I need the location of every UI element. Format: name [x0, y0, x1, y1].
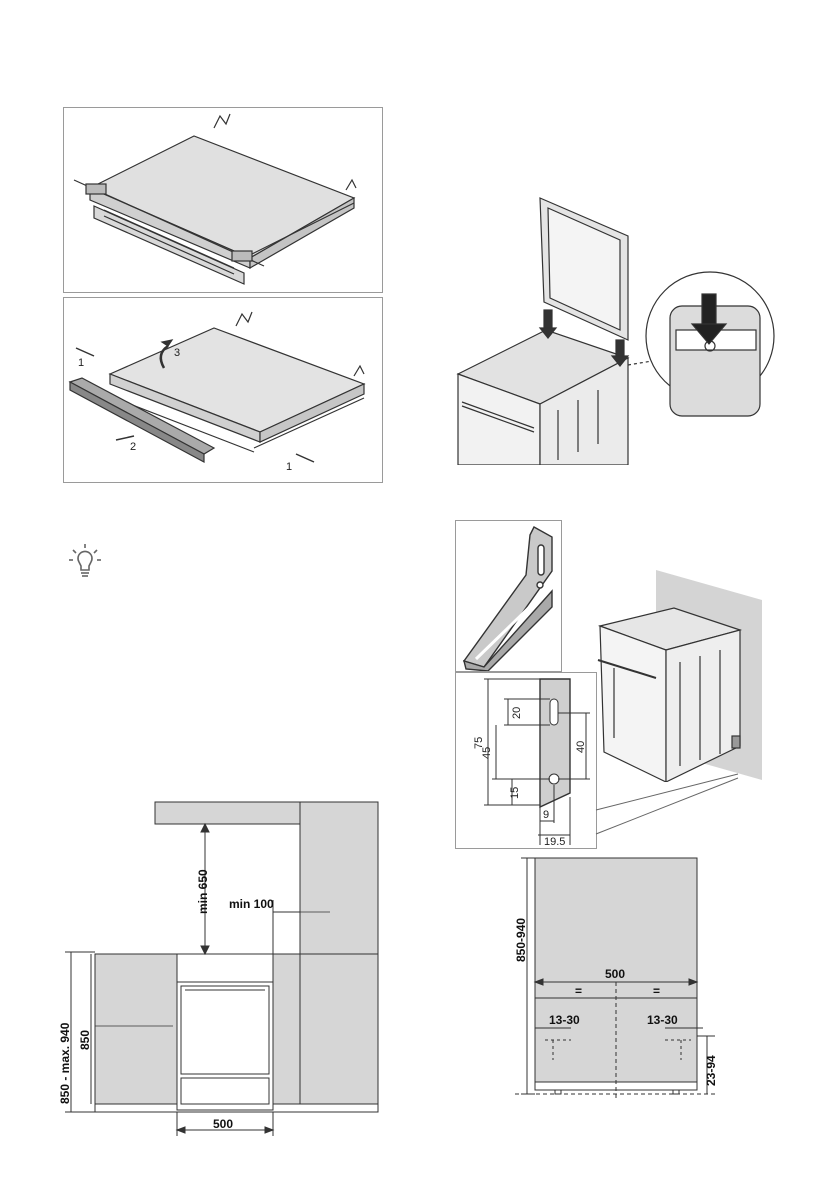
dimension-label: 15: [509, 787, 521, 799]
equal-right-label: =: [653, 984, 660, 998]
dimension-label: 40: [575, 741, 587, 753]
lightbulb-icon: [68, 542, 102, 580]
dimension-label: 45: [481, 747, 493, 759]
figure-panel-bracket-dimensions: 20 75 45 40 15 9 19.5: [455, 672, 597, 849]
step-label: 1: [286, 461, 292, 473]
figure-lid-hinge: [448, 190, 778, 465]
leader-lines: [590, 770, 740, 840]
anti-tip-bracket-illustration: [462, 526, 553, 671]
foot-range-label: 23-94: [704, 1055, 718, 1086]
offset-left-label: 13-30: [549, 1013, 580, 1027]
dimension-label: 19.5: [544, 836, 565, 848]
niche-dimension-drawing: min 650 min 100 850 - max. 940 850 500: [58, 801, 379, 1136]
dimension-label: 9: [543, 809, 549, 821]
width-label: 500: [213, 1117, 233, 1131]
height-label: 850: [78, 1030, 92, 1050]
min-top-clearance-label: min 650: [196, 869, 210, 914]
figure-panel-cover-removal: 1 2 3 1: [63, 297, 383, 483]
step-label: 3: [174, 347, 180, 359]
figure-panel-bracket: [455, 520, 562, 672]
dimension-label: 75: [473, 737, 485, 749]
oven-cover-rods-illustration: [73, 113, 357, 285]
wall-mount-dimension-drawing: 850-940 500 = = 13-30 13-30 23-94: [514, 857, 718, 1100]
figure-cooker-wall: [590, 570, 770, 782]
equal-left-label: =: [575, 984, 582, 998]
figure-wall-mount-dimensions: 850-940 500 = = 13-30 13-30 23-94: [505, 850, 730, 1105]
step-label: 2: [130, 441, 136, 453]
step-label: 1: [78, 357, 84, 369]
offset-right-label: 13-30: [647, 1013, 678, 1027]
min-side-clearance-label: min 100: [229, 897, 274, 911]
cooker-wall-illustration: [597, 570, 762, 782]
height-range-label: 850 - max. 940: [58, 1022, 72, 1104]
height-range-label: 850-940: [514, 918, 528, 962]
bracket-dimension-drawing: 20 75 45 40 15 9 19.5: [473, 678, 590, 848]
figure-panel-cover-rods: [63, 107, 383, 293]
dimension-label: 20: [511, 707, 523, 719]
lid-hinge-illustration: [456, 197, 775, 465]
width-label: 500: [605, 967, 625, 981]
figure-niche-dimensions: min 650 min 100 850 - max. 940 850 500: [55, 800, 385, 1140]
cover-removal-illustration: 1 2 3 1: [68, 311, 366, 473]
